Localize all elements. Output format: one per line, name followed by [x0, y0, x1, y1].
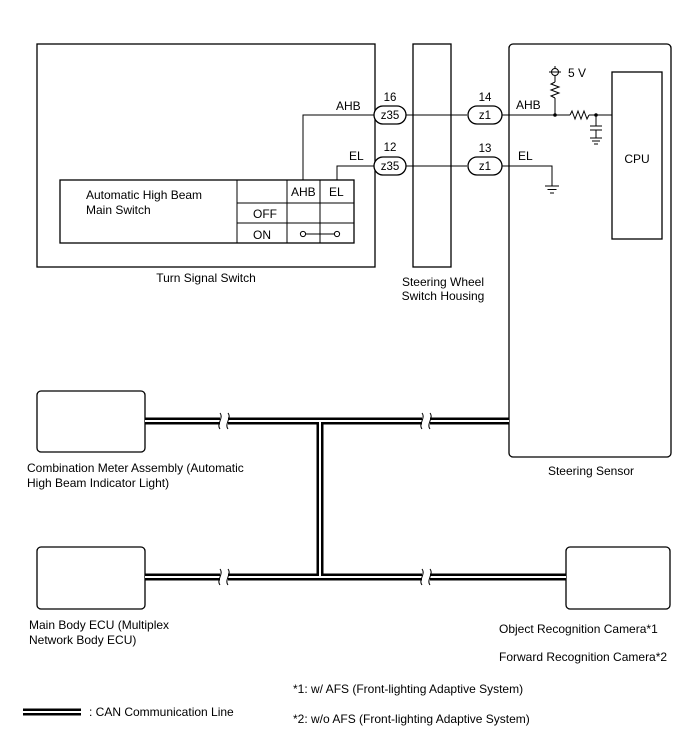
switch-row-on: ON	[253, 228, 271, 242]
legend-can-label: : CAN Communication Line	[89, 705, 234, 719]
combination-meter-label-2: High Beam Indicator Light)	[27, 476, 169, 490]
note-1: *1: w/ AFS (Front-lighting Adaptive Syst…	[293, 682, 523, 696]
can-break-marks	[218, 412, 432, 586]
combination-meter-label-1: Combination Meter Assembly (Automatic	[27, 461, 244, 475]
supply-5v-label: 5 V	[568, 66, 586, 80]
main-body-ecu-label-1: Main Body ECU (Multiplex	[29, 618, 169, 632]
signal-el-right: EL	[518, 149, 533, 163]
switch-col-ahb: AHB	[291, 185, 316, 199]
signal-el-left: EL	[349, 149, 364, 163]
switch-row-off: OFF	[253, 207, 277, 221]
wire-ahb-internal	[302, 114, 381, 180]
pin-12: 12	[384, 142, 397, 154]
cpu-box	[611, 71, 663, 240]
camera-box	[565, 546, 671, 610]
can-bus	[145, 417, 566, 581]
signal-ahb-left: AHB	[336, 99, 361, 113]
pin-14: 14	[479, 92, 492, 104]
combination-meter-box	[36, 390, 146, 453]
pin-16: 16	[384, 92, 397, 104]
legend-can-line: : CAN Communication Line	[23, 705, 234, 719]
camera-label-1: Object Recognition Camera*1	[499, 622, 658, 636]
wire-el-internal	[336, 165, 381, 180]
turn-signal-switch-label: Turn Signal Switch	[156, 271, 256, 285]
connector-z35-12: z35 12	[373, 142, 407, 176]
ahb-input-circuit: 5 V	[502, 66, 612, 145]
svg-text:z1: z1	[479, 110, 491, 122]
svg-text:z1: z1	[479, 161, 491, 173]
steering-wheel-housing-label-1: Steering Wheel	[402, 275, 484, 289]
steering-sensor-label: Steering Sensor	[548, 464, 634, 478]
connector-z1-13: z1 13	[467, 143, 503, 176]
cpu-label: CPU	[624, 152, 649, 166]
steering-wheel-housing-box	[412, 43, 452, 268]
connector-z35-16: z35 16	[373, 92, 407, 125]
connector-z1-14: z1 14	[467, 92, 503, 125]
main-body-ecu-box	[36, 546, 146, 610]
note-2: *2: w/o AFS (Front-lighting Adaptive Sys…	[293, 712, 530, 726]
el-ground-circuit	[502, 165, 559, 194]
main-body-ecu-label-2: Network Body ECU)	[29, 633, 136, 647]
ahb-main-switch-name-2: Main Switch	[86, 203, 151, 217]
steering-wheel-housing-label-2: Switch Housing	[402, 289, 485, 303]
switch-col-el: EL	[329, 185, 344, 199]
pin-13: 13	[479, 143, 492, 155]
ahb-main-switch-name-1: Automatic High Beam	[86, 188, 202, 202]
svg-text:z35: z35	[381, 110, 400, 122]
camera-label-2: Forward Recognition Camera*2	[499, 650, 667, 664]
ahb-main-switch-table: Automatic High Beam Main Switch AHB EL O…	[59, 179, 355, 244]
svg-text:z35: z35	[381, 161, 400, 173]
signal-ahb-right: AHB	[516, 98, 541, 112]
switch-contact-on	[299, 230, 341, 238]
